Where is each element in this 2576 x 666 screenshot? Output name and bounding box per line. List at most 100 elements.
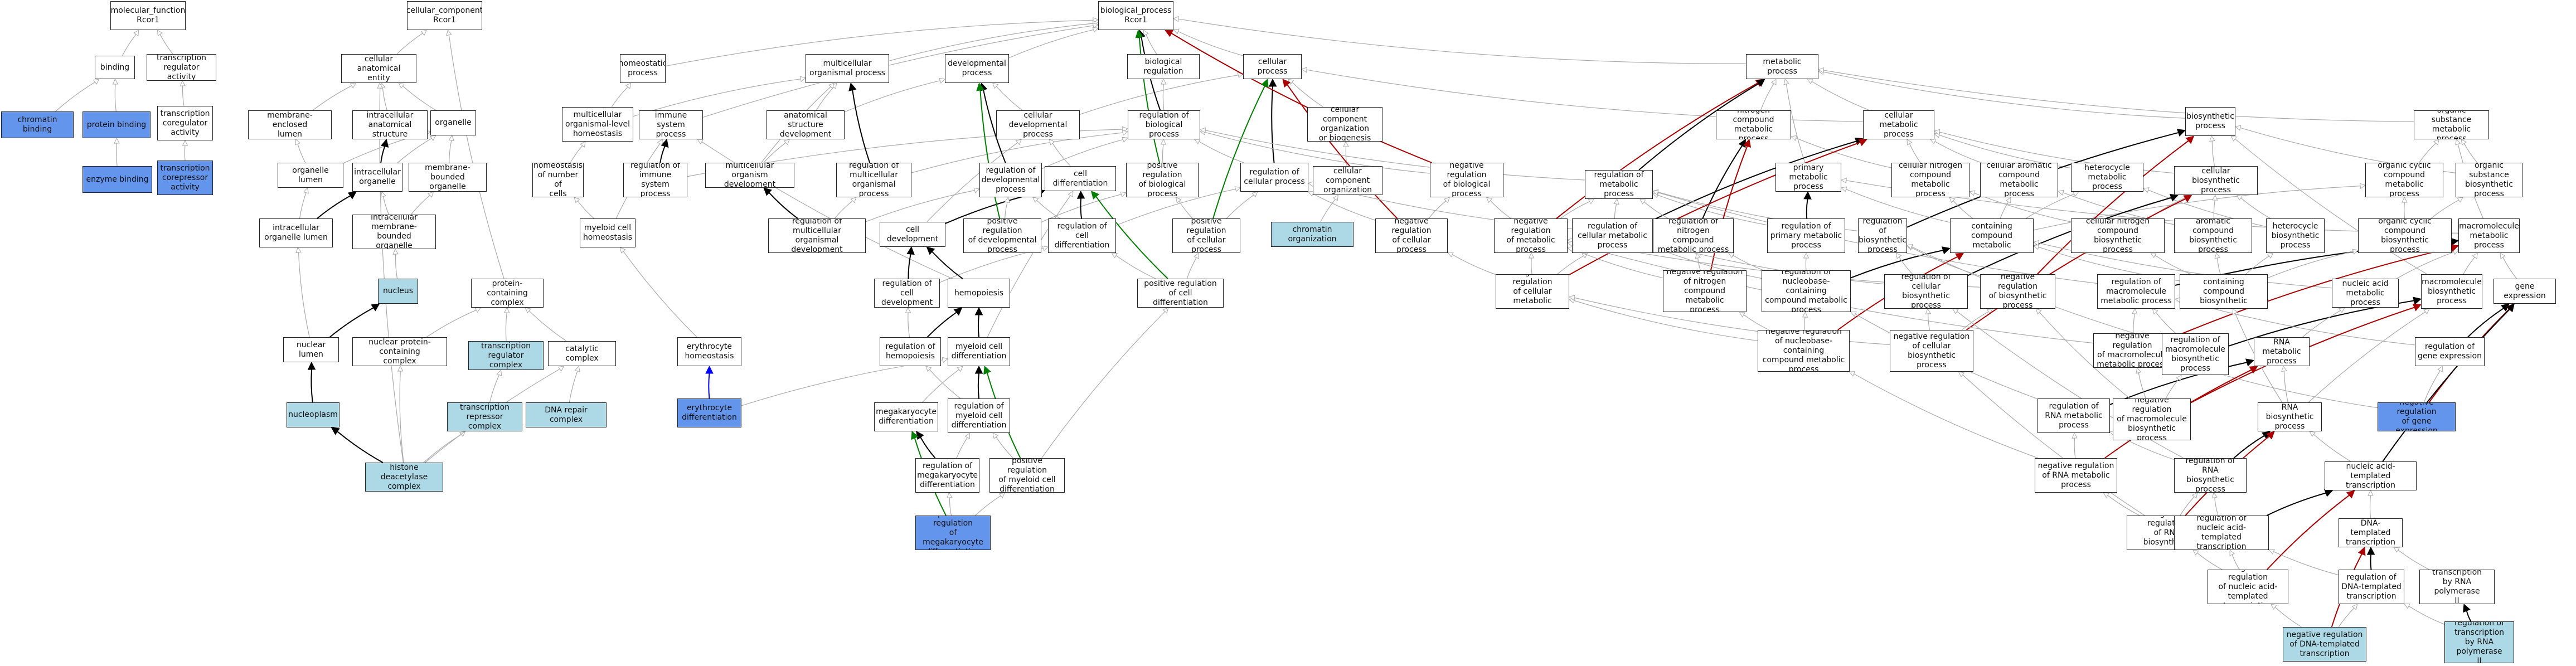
node-nrmacrobp: negative regulation of macromolecule bio… <box>2113 398 2191 440</box>
node-mbo: membrane-bounded organelle <box>409 163 487 192</box>
edge-nbcbp-hetbp <box>2245 256 2269 275</box>
edge-rgeneexp-geneexp <box>2467 308 2504 338</box>
edge-homeoproc-bp <box>665 20 1094 67</box>
edge-arrowhead <box>1695 252 1701 259</box>
node-nrcp: negative regulation of cellular process <box>1375 218 1448 253</box>
edge-dtt-natt <box>2369 495 2371 519</box>
edge-chromorg-cco <box>1320 199 1336 222</box>
edge-nrncmp-nrmp <box>1572 249 1663 279</box>
edge-celldiff-cdp <box>1052 143 1071 167</box>
edge-cncmp-cmp <box>1909 143 1921 163</box>
node-hdac: histone deacetylase complex <box>365 463 443 492</box>
edge-arrowhead <box>1802 311 1808 318</box>
edge-arrowhead <box>848 82 857 91</box>
node-orglumen: organelle lumen <box>278 163 343 188</box>
edge-nrncmp-rncmp <box>1697 257 1701 271</box>
edge-prdevp-rdevp <box>1005 202 1008 219</box>
node-macrobp: macromolecule biosynthetic process <box>2421 274 2482 309</box>
node-cae: cellular anatomical entity <box>341 54 416 83</box>
edge-catc-pcc <box>528 310 567 342</box>
edge-rmod-mod <box>768 192 798 219</box>
node-mel: membrane-enclosed lumen <box>248 110 332 139</box>
edge-arrowhead <box>1234 186 1241 192</box>
edge-erythdiff-myeldiff <box>741 359 943 406</box>
edge-nrmacrobp-rmacrobp <box>2165 379 2179 399</box>
edge-rpmp-primmp <box>1806 198 1808 219</box>
edge-arrowhead <box>2072 432 2078 439</box>
edge-arrowhead <box>925 366 932 372</box>
node-prdevp: positive regulation of developmental pro… <box>963 218 1041 253</box>
edge-arrowhead <box>1301 66 1307 73</box>
edge-nrdtt-rdtt <box>2338 607 2355 628</box>
edge-asd-mcop <box>816 86 834 111</box>
edge-hdac-npc <box>399 371 404 463</box>
edge-arrowhead <box>763 187 772 196</box>
node-celldiff: cell differentiation <box>1045 166 1116 191</box>
edge-nbcmp-primmp <box>1846 189 1951 223</box>
edge-arrowhead <box>1111 252 1118 259</box>
edge-arrowhead <box>1968 190 1976 196</box>
edge-namp-macromp <box>2396 251 2454 279</box>
edge-nrcmp-nrcp <box>1452 254 1496 275</box>
edge-arrowhead <box>1929 139 1937 144</box>
node-celldev: cell development <box>880 222 945 247</box>
edge-arrowhead <box>2236 195 2243 201</box>
node-rcbp: regulation of cellular biosynthetic proc… <box>1884 274 1968 309</box>
edge-arrowhead <box>1925 308 1932 314</box>
edge-arrowhead <box>705 365 714 374</box>
edge-arrowhead <box>783 139 790 145</box>
edge-rcmp-cmp <box>1652 140 1857 221</box>
edge-arrowhead <box>1840 177 1847 184</box>
edge-ccob-cellp <box>1292 82 1323 108</box>
edge-arrowhead <box>1343 140 1349 147</box>
node-erythdiff: erythrocyte differentiation <box>677 398 741 427</box>
edge-arrowhead <box>114 137 120 144</box>
edge-arrowhead <box>1613 198 1619 205</box>
node-nrrnamp: negative regulation of RNA metabolic pro… <box>2035 458 2117 493</box>
edge-arrowhead <box>2249 366 2258 374</box>
node-acbp: aromatic compound biosynthetic process <box>2174 218 2252 253</box>
edge-arrowhead <box>1958 371 1965 378</box>
edge-hemato-celldev <box>932 251 963 279</box>
edge-arrowhead <box>926 246 935 255</box>
edge-natt-rnabp <box>2313 434 2351 462</box>
edge-arrowhead <box>1160 78 1167 85</box>
edge-arrowhead <box>380 191 386 198</box>
edge-arrowhead <box>1770 78 1777 85</box>
edge-arrowhead <box>1858 138 1867 147</box>
edge-arrowhead <box>446 29 452 36</box>
edge-nrrnabp-nrrnamp <box>2107 495 2140 516</box>
edge-trepc-trc <box>489 375 500 403</box>
edge-arrowhead <box>392 248 399 255</box>
node-myeldiff: myeloid cell differentiation <box>948 337 1010 366</box>
edge-organelle-cae <box>402 85 436 111</box>
node-risp: regulation of immune system process <box>623 163 687 197</box>
edge-arrowhead <box>1251 191 1258 198</box>
edge-arrowhead <box>1175 197 1182 203</box>
edge-prmyeldiff-rmyeldiff <box>996 436 1013 459</box>
edge-arrowhead <box>2211 492 2218 499</box>
edge-arrowhead <box>2035 308 2042 315</box>
node-ccob: cellular component organization or bioge… <box>1307 107 1382 142</box>
edge-rcd-rcp <box>1115 188 1236 226</box>
edge-arrowhead <box>1092 22 1099 29</box>
edge-arrowhead <box>525 307 531 314</box>
node-rcd: regulation of cell differentiation <box>1048 218 1116 253</box>
node-trepc: transcription repressor complex <box>447 402 522 431</box>
node-proteinbinding: protein binding <box>83 111 151 138</box>
node-osmp: organic substance metabolic process <box>2414 110 2489 139</box>
edge-arrowhead <box>799 76 807 82</box>
edge-intorglumen-orglumen <box>299 192 307 219</box>
edge-arrowhead <box>998 492 1006 499</box>
edge-arrowhead <box>2267 252 2274 259</box>
node-ocmp: organic cyclic compound metabolic proces… <box>2365 163 2443 197</box>
edge-arrowhead <box>381 138 389 148</box>
edge-rmegadiff-megadiff <box>920 437 936 459</box>
edge-nrbiosyn-biosyn <box>2036 140 2189 275</box>
edge-biosyn-metp <box>1823 71 2186 119</box>
node-biosyn: biosynthetic process <box>2185 107 2235 136</box>
edge-arrowhead <box>2176 375 2182 381</box>
edge-arrowhead <box>2032 240 2040 246</box>
node-rbiosyn: regulation of biosynthetic process <box>1858 218 1907 253</box>
edge-arrowhead <box>182 139 188 146</box>
